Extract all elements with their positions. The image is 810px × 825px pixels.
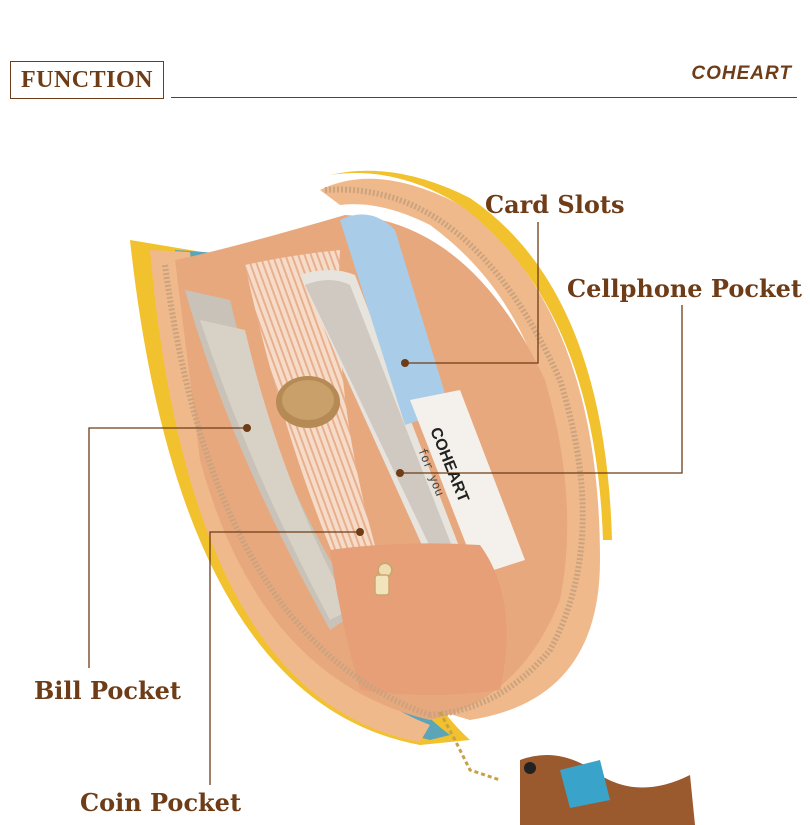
cellphone-pocket-leader [400,305,683,474]
brand-logo: COHEART [691,63,792,84]
header-rule [171,97,797,98]
callout-lines [88,222,683,785]
card-slots-leader [405,222,539,364]
bill-pocket-leader [88,427,245,668]
coin-pocket-leader [209,531,358,785]
function-header-box: FUNCTION [10,61,164,99]
card-slots-label: Card Slots [485,190,625,219]
bill-pocket-dot [243,424,251,432]
wallet-interior [162,186,586,720]
bill-pocket-label: Bill Pocket [34,676,181,705]
coin-pocket-label: Coin Pocket [80,788,242,817]
cellphone-pocket-label: Cellphone Pocket [567,274,802,303]
card-slots-dot [401,359,409,367]
cellphone-pocket-dot [396,469,404,477]
coin-pocket-dot [356,528,364,536]
horse-charm [438,711,695,825]
section-title: FUNCTION [20,66,153,93]
callout-dots [243,359,409,536]
